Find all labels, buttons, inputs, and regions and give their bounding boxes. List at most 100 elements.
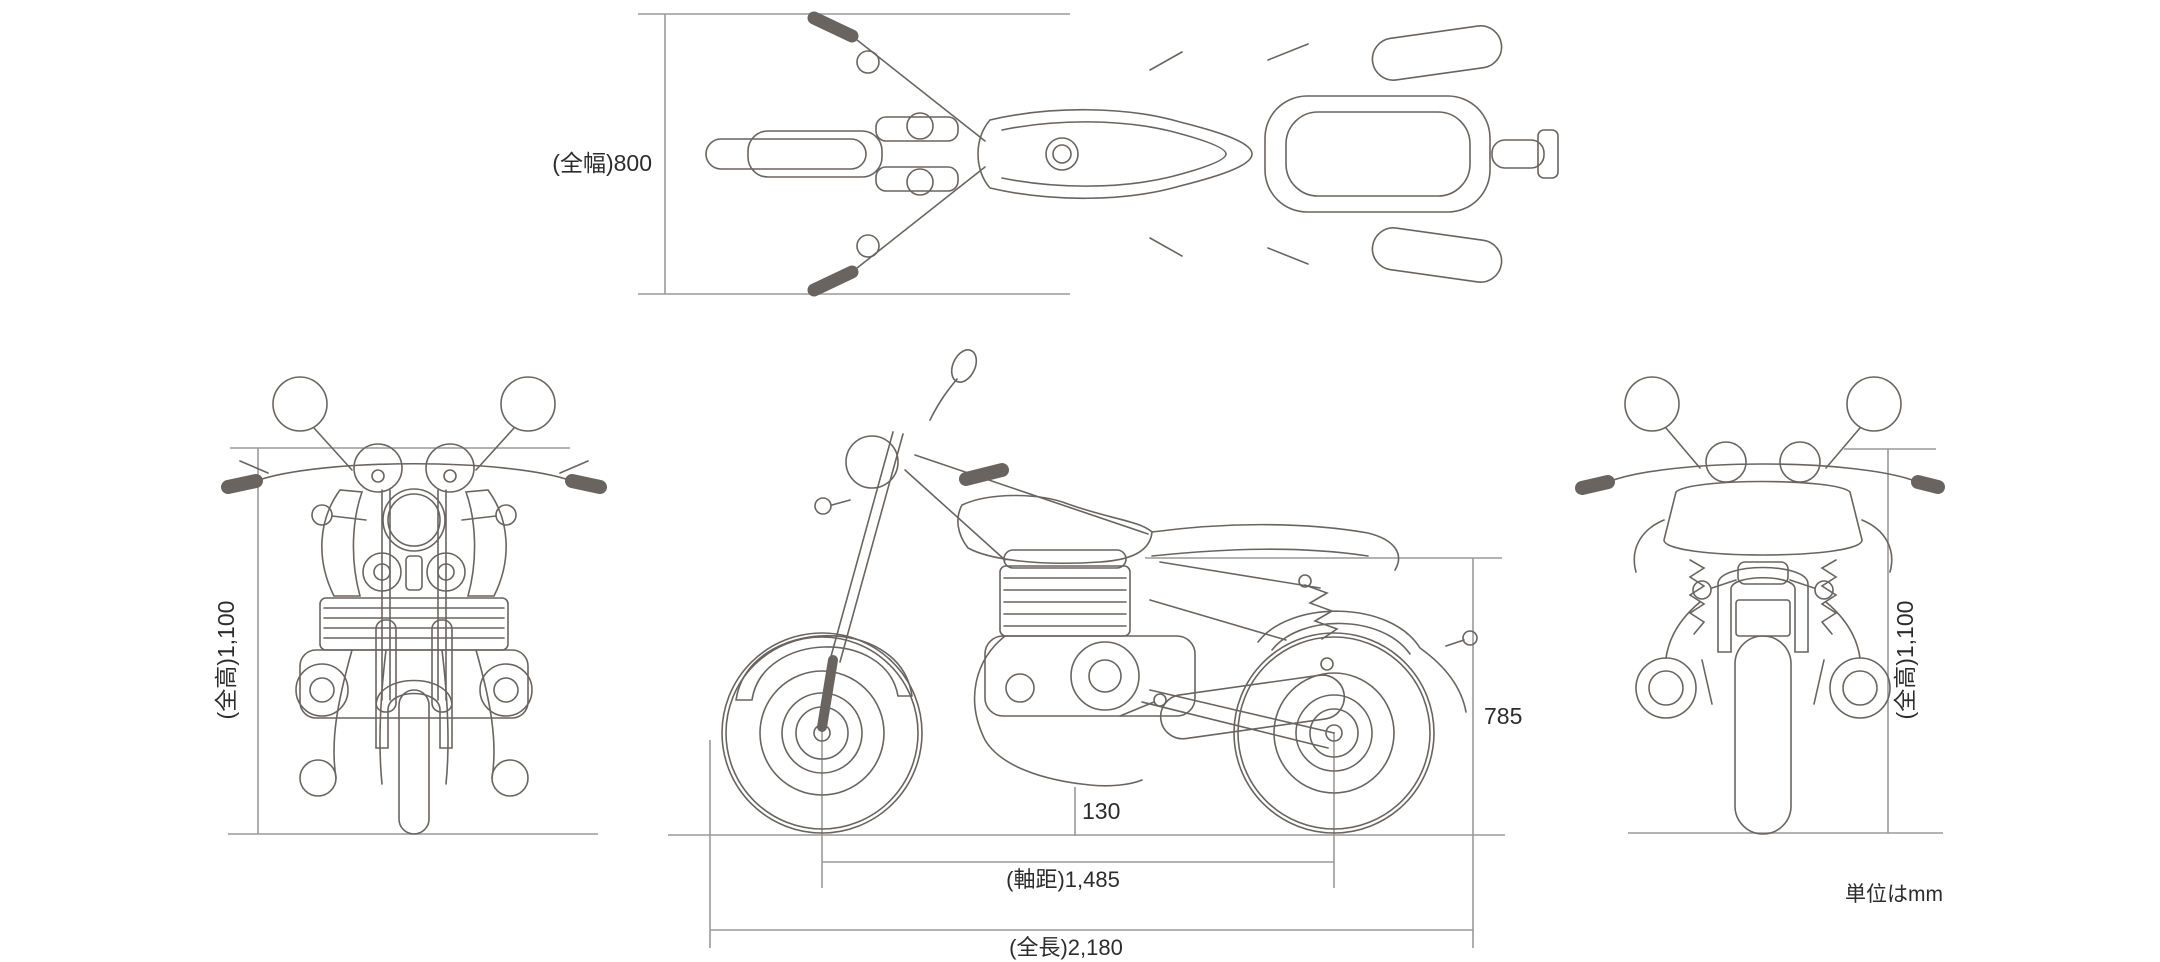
mirror [856, 234, 880, 258]
fork-slider [817, 655, 838, 732]
muffler-tip-right [491, 759, 529, 797]
mirror-right [1846, 376, 1902, 432]
tank-flank-left [321, 489, 364, 597]
fuel-tank-inner [1001, 121, 1227, 187]
rear-turn-signal-lens [1462, 630, 1478, 646]
mirror [856, 50, 880, 74]
turn-signal-lens [814, 497, 832, 515]
fender-stay [405, 555, 423, 591]
shock-left [1688, 559, 1706, 635]
dimension-lines [228, 13, 1943, 948]
seat-tail [1663, 480, 1863, 556]
valve-cover [1003, 549, 1127, 569]
engine-cover-left [295, 663, 349, 717]
handlebar [851, 35, 986, 273]
grab-rails [1633, 519, 1893, 573]
rear-tire [1734, 635, 1792, 835]
clutch-cover [1070, 641, 1140, 711]
muffler [1159, 674, 1346, 740]
crankcase [984, 635, 1196, 717]
grips [221, 474, 607, 494]
front-view-drawing [221, 376, 607, 835]
wheelbase-label: (軸距)1,485 [1006, 867, 1120, 892]
wheelbase-dimension-line [821, 732, 1335, 888]
turn-signal-right-lens [495, 504, 517, 526]
turn-signal-left-lens [1692, 580, 1712, 600]
muffler-left [1371, 25, 1503, 81]
grips [1575, 475, 1945, 495]
units-note: 単位はmm [1845, 883, 1943, 906]
turn-signal-right-lens [1814, 580, 1834, 600]
mirror-stem [929, 378, 958, 421]
mirror-stems [313, 427, 515, 471]
tail-light [1737, 561, 1789, 585]
swingarm [1141, 689, 1335, 749]
exhaust-pipes [1665, 601, 1861, 659]
front-fork [829, 431, 904, 663]
seat [1151, 523, 1400, 571]
gauge-left [353, 443, 403, 493]
mirror-right [500, 376, 556, 432]
rear-tire [1491, 139, 1545, 169]
footpeg [1153, 693, 1167, 707]
crankcase [299, 649, 529, 719]
rear-view-drawing [1575, 376, 1945, 835]
gas-cap [1045, 137, 1079, 171]
engine-cover-left-inner [309, 677, 335, 703]
gauge-left-dot [371, 469, 385, 483]
gauge [906, 112, 934, 140]
turn-signal-left [331, 515, 367, 521]
front-tire [398, 689, 430, 835]
handlebar [255, 462, 573, 482]
gauge-right [1779, 441, 1821, 483]
muffler-right-inner [1842, 670, 1878, 706]
turn-signal-right [461, 515, 497, 521]
rear-turn-signal [1445, 639, 1465, 647]
rear-fender [1257, 610, 1467, 713]
muffler-tip-left [299, 759, 337, 797]
grip [959, 463, 1009, 486]
muffler-right [1829, 657, 1891, 719]
headlight [845, 435, 899, 489]
exhaust-headers [333, 649, 495, 785]
gauge [906, 168, 934, 196]
grip [807, 11, 859, 297]
stator-cover [1005, 673, 1035, 703]
front-fender [735, 634, 913, 701]
seat-height-dimension-line [1145, 557, 1502, 948]
seat-inner [1285, 111, 1471, 197]
overall-height-front-label: (全高)1,100 [213, 600, 239, 720]
frame-tubes [904, 454, 1321, 641]
front-tire [705, 138, 867, 170]
tail [1537, 129, 1559, 179]
overall-height-front-dimension-line [228, 447, 598, 835]
mirror-stems [1665, 427, 1861, 469]
rear-shock [1304, 584, 1339, 640]
overall-width-label: (全幅)800 [552, 150, 652, 176]
gauge-right [425, 443, 475, 493]
fork-leg-right [875, 166, 959, 192]
fuel-tank [977, 108, 1253, 200]
top-view-drawing [705, 11, 1559, 297]
front-fender [375, 679, 453, 749]
cylinder-fins [323, 607, 505, 639]
turn-signal [831, 499, 851, 506]
muffler-left [1635, 657, 1697, 719]
cylinder-fins [1003, 577, 1127, 627]
exhaust-header [973, 635, 1143, 787]
fork-slider-right [431, 619, 453, 713]
clutch-cover-inner [1088, 659, 1122, 693]
shock-right [1820, 559, 1838, 635]
seat [1264, 95, 1491, 213]
handlebar [1607, 463, 1919, 483]
shock-eye-top [1298, 574, 1312, 588]
overall-height-rear-label: (全高)1,100 [1892, 600, 1918, 720]
brake-levers [239, 460, 589, 474]
fork-leg-left [875, 116, 959, 142]
fork-slider-left [375, 619, 397, 713]
brake-pedal [1119, 701, 1155, 717]
headlight-rim [387, 493, 441, 547]
engine-cover-right-inner [493, 677, 519, 703]
mirror-left [1624, 376, 1680, 432]
